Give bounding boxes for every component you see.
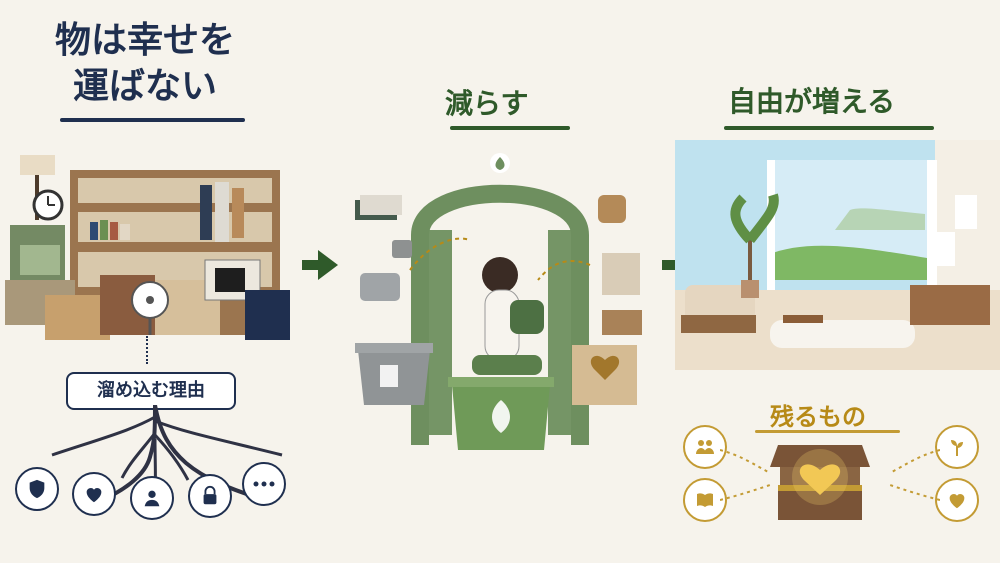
left-title-line-2: 運ばない [72,66,217,107]
arrow-right-icon [302,250,338,280]
person-icon [130,476,174,520]
declutter-illustration [355,153,642,450]
left-title-line-1: 物は幸せを [54,20,235,61]
freedom-title-underline [724,126,934,130]
remaining-things-title: 残るもの [770,403,866,431]
reduce-title: 減らす [445,87,529,120]
left-title: 物は幸せを 運ばない [40,18,250,110]
book-icon [683,478,727,522]
left-title-underline [60,118,245,122]
connector-line [146,336,148,364]
lock-icon [188,474,232,518]
room-illustration [675,140,1000,370]
plant-icon [935,425,979,469]
heart-icon [935,478,979,522]
treasure-chest-illustration [770,445,870,520]
hoarding-reasons-label: 溜め込む理由 [66,372,236,410]
people-icon [683,425,727,469]
shield-icon [15,467,59,511]
more-icon [242,462,286,506]
heart-icon [72,472,116,516]
freedom-title: 自由が増える [728,85,896,118]
remaining-things-underline [755,430,900,433]
clutter-illustration [5,155,290,340]
reduce-title-underline [450,126,570,130]
connector-lines [720,449,940,501]
